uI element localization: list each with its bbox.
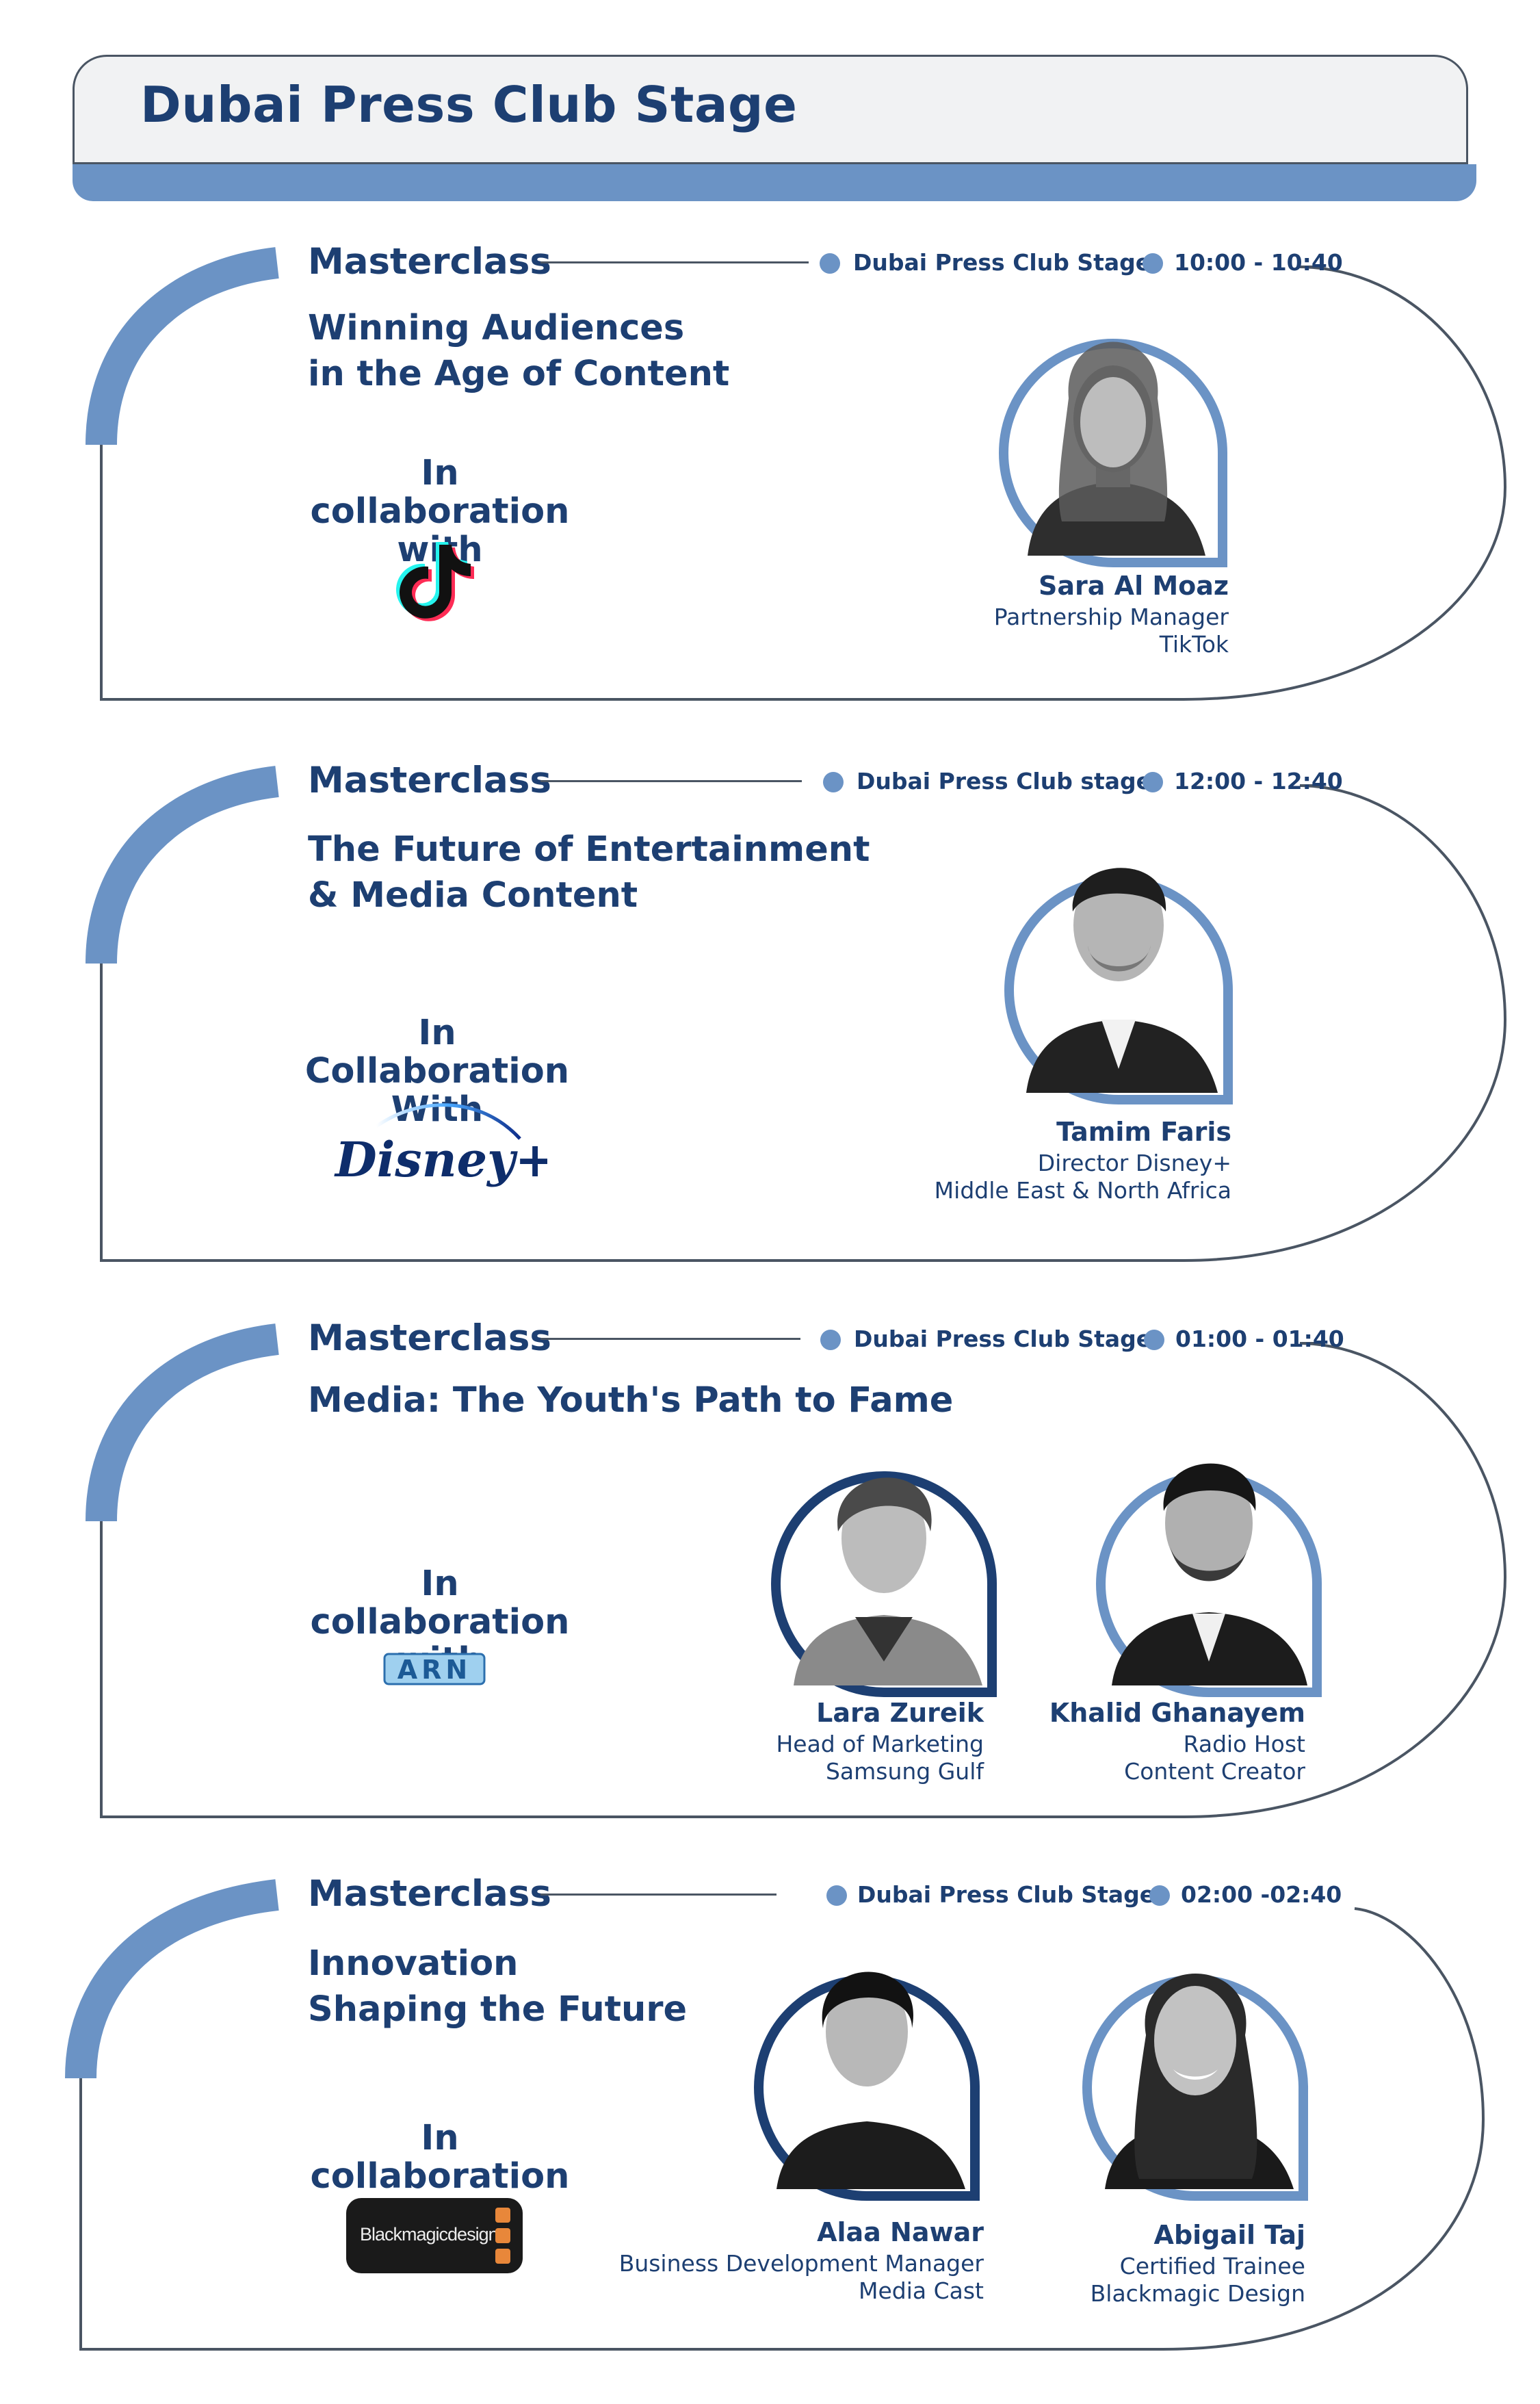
- session-title: Innovation: [308, 1943, 519, 1984]
- divider-rule: [540, 261, 809, 263]
- collaboration-label: In collaboration with: [306, 454, 573, 569]
- speaker-role: Business Development Manager Media Cast: [619, 2250, 984, 2305]
- role-line: Content Creator: [1124, 1758, 1305, 1785]
- collaboration-label: In Collaboration With: [304, 1014, 571, 1129]
- collab-line: In collaboration: [310, 453, 570, 532]
- session-card: Masterclass Dubai Press Club Stage 10:00…: [0, 241, 1540, 706]
- role-line: Head of Marketing: [776, 1731, 984, 1757]
- speaker-portrait: [1096, 1463, 1322, 1697]
- session-time: 10:00 - 10:40: [1174, 249, 1343, 276]
- session-frame: [86, 1323, 1507, 1818]
- session-kind: Masterclass: [308, 760, 551, 801]
- speaker-role: Certified Trainee Blackmagic Design: [1091, 2253, 1305, 2308]
- stage-dot-icon: [820, 253, 840, 274]
- collab-line: In collaboration: [310, 1564, 570, 1642]
- session-frame: [86, 247, 1507, 701]
- session-kind: Masterclass: [308, 1317, 551, 1359]
- page-title: Dubai Press Club Stage: [140, 76, 798, 133]
- speaker-name: Sara Al Moaz: [1039, 571, 1229, 601]
- speaker-role: Radio Host Content Creator: [1124, 1731, 1305, 1785]
- speaker-role: Partnership Manager TikTok: [994, 604, 1229, 658]
- session-stage: Dubai Press Club Stage: [854, 1326, 1152, 1352]
- role-line: TikTok: [1159, 631, 1229, 658]
- collab-line: In Collaboration: [304, 1013, 570, 1091]
- logo-wordmark: Blackmagicdesign: [360, 2224, 499, 2245]
- divider-rule: [540, 1338, 800, 1340]
- speaker-name: Khalid Ghanayem: [1049, 1698, 1305, 1728]
- speaker-name: Lara Zureik: [816, 1698, 984, 1728]
- session-time: 12:00 - 12:40: [1174, 768, 1343, 794]
- role-line: Blackmagic Design: [1090, 2280, 1305, 2307]
- role-line: Samsung Gulf: [825, 1758, 984, 1785]
- session-title: & Media Content: [308, 875, 638, 916]
- role-line: Radio Host: [1183, 1731, 1305, 1757]
- session-title: The Future of Entertainment: [308, 829, 870, 870]
- role-line: Partnership Manager: [993, 604, 1229, 630]
- logo-square-icon: [495, 2249, 510, 2264]
- speaker-portrait: [771, 1471, 997, 1697]
- session-stage: Dubai Press Club Stage: [857, 1881, 1156, 1908]
- session-stage: Dubai Press Club stage: [857, 768, 1152, 794]
- session-title: Shaping the Future: [308, 1989, 688, 2030]
- time-dot-icon: [1149, 1885, 1170, 1906]
- stage-dot-icon: [823, 772, 844, 792]
- stage-dot-icon: [820, 1330, 841, 1350]
- logo-square-icon: [495, 2208, 510, 2223]
- header-accent-bar: [73, 164, 1476, 201]
- role-line: Business Development Manager: [618, 2250, 984, 2277]
- session-kind: Masterclass: [308, 1873, 551, 1915]
- svg-text:ARN: ARN: [397, 1655, 471, 1685]
- time-dot-icon: [1143, 253, 1163, 274]
- role-line: Media Cast: [859, 2277, 984, 2304]
- session-time: 01:00 - 01:40: [1175, 1326, 1344, 1352]
- session-title: Winning Audiences: [308, 308, 685, 348]
- role-line: Middle East & North Africa: [934, 1177, 1231, 1204]
- blackmagic-design-logo: Blackmagicdesign: [346, 2198, 523, 2273]
- stage-dot-icon: [826, 1885, 847, 1906]
- arn-logo: ARN: [383, 1653, 486, 1685]
- tiktok-logo: [396, 542, 474, 621]
- svg-text:Disney+: Disney+: [334, 1131, 547, 1188]
- speaker-name: Tamim Faris: [1056, 1117, 1231, 1147]
- speaker-role: Director Disney+ Middle East & North Afr…: [935, 1150, 1231, 1204]
- page-header: Dubai Press Club Stage: [73, 55, 1468, 164]
- session-stage: Dubai Press Club Stage: [853, 249, 1151, 276]
- session-title: Media: The Youth's Path to Fame: [308, 1380, 954, 1421]
- session-card: Masterclass Dubai Press Club Stage 01:00…: [0, 1317, 1540, 1824]
- role-line: Certified Trainee: [1119, 2253, 1305, 2279]
- divider-rule: [540, 1894, 776, 1896]
- time-dot-icon: [1143, 772, 1163, 792]
- speaker-portrait: [1082, 1974, 1309, 2201]
- session-card: Masterclass Dubai Press Club stage 12:00…: [0, 760, 1540, 1266]
- session-kind: Masterclass: [308, 241, 551, 283]
- divider-rule: [540, 780, 802, 782]
- collab-line: In collaboration: [310, 2118, 570, 2197]
- speaker-name: Abigail Taj: [1153, 2220, 1305, 2250]
- speaker-portrait: [999, 339, 1227, 567]
- session-card: Masterclass Dubai Press Club Stage 02:00…: [0, 1873, 1540, 2366]
- session-time: 02:00 -02:40: [1181, 1881, 1342, 1908]
- speaker-role: Head of Marketing Samsung Gulf: [776, 1731, 984, 1785]
- session-title: in the Age of Content: [308, 354, 730, 394]
- logo-square-icon: [495, 2228, 510, 2243]
- time-dot-icon: [1144, 1330, 1164, 1350]
- speaker-portrait: [1004, 868, 1233, 1104]
- role-line: Director Disney+: [1037, 1150, 1231, 1176]
- session-frame: [65, 1879, 1485, 2351]
- speaker-name: Alaa Nawar: [817, 2217, 984, 2247]
- speaker-portrait: [754, 1972, 980, 2201]
- session-frame: [86, 766, 1507, 1262]
- disney-plus-logo: Disney+: [334, 1103, 547, 1188]
- collaboration-label: In collaboration with: [306, 1565, 573, 1680]
